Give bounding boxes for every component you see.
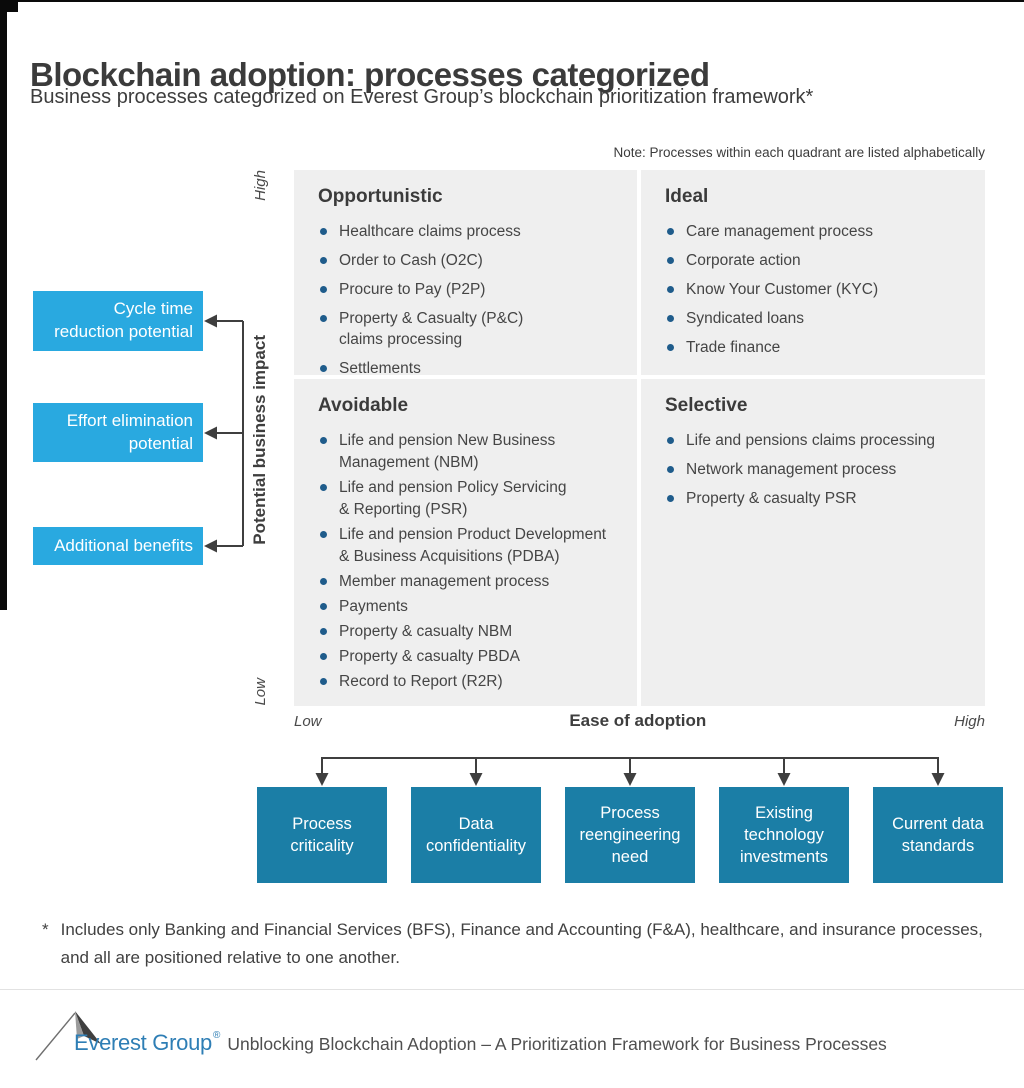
list-item: Order to Cash (O2C) [318, 250, 619, 271]
footnote-text: Includes only Banking and Financial Serv… [61, 916, 983, 972]
list-item: Syndicated loans [665, 308, 967, 329]
page-edge-artifact-top [0, 0, 1024, 2]
list-item: Record to Report (R2R) [318, 671, 619, 693]
x-axis: Low Ease of adoption High [294, 711, 985, 731]
page-subtitle: Business processes categorized on Everes… [30, 86, 814, 108]
bullet-icon [320, 437, 327, 444]
footnote: * Includes only Banking and Financial Se… [42, 916, 992, 972]
bullet-icon [667, 495, 674, 502]
report-citation: Unblocking Blockchain Adoption – A Prior… [227, 1034, 887, 1054]
quadrant-title: Opportunistic [318, 186, 443, 207]
arrow-down-icons [315, 773, 945, 786]
bullet-icon [320, 678, 327, 685]
bullet-icon [320, 603, 327, 610]
mountain-logo-icon [35, 1011, 101, 1061]
list-item: Property & casualty NBM [318, 621, 619, 643]
quadrant-ideal: Ideal Care management process Corporate … [641, 170, 985, 375]
quadrant-selective: Selective Life and pensions claims proce… [641, 379, 985, 706]
quadrant-opportunistic: Opportunistic Healthcare claims process … [294, 170, 637, 375]
page-edge-artifact-left [0, 0, 7, 610]
factor-process-criticality: Process criticality [257, 787, 387, 883]
list-item: Life and pension New Business Management… [318, 430, 619, 474]
bullet-icon [320, 228, 327, 235]
list-item: Care management process [665, 221, 967, 242]
list-item: Property & Casualty (P&C) claims process… [318, 308, 619, 350]
quadrant-title: Ideal [665, 186, 709, 207]
left-connector [214, 320, 244, 547]
list-item: Life and pension Policy Servicing & Repo… [318, 477, 619, 521]
callout-additional-benefits: Additional benefits [33, 527, 203, 565]
callout-effort-elimination: Effort elimination potential [33, 403, 203, 462]
y-axis-title: Potential business impact [250, 334, 269, 545]
footer-divider [0, 989, 1024, 990]
bullet-icon [667, 286, 674, 293]
list-item: Know Your Customer (KYC) [665, 279, 967, 300]
quadrant-list: Care management process Corporate action… [665, 221, 967, 358]
bullet-icon [667, 228, 674, 235]
footer: Everest Group ® Unblocking Blockchain Ad… [74, 1030, 887, 1056]
list-item: Trade finance [665, 337, 967, 358]
bullet-icon [667, 257, 674, 264]
x-axis-title: Ease of adoption [569, 711, 707, 730]
page-title: Blockchain adoption: processes categoriz… [30, 56, 710, 94]
bullet-icon [320, 653, 327, 660]
factor-existing-technology: Existing technology investments [719, 787, 849, 883]
bullet-icon [320, 315, 327, 322]
list-item: Life and pensions claims processing [665, 430, 967, 451]
factor-process-reengineering: Process reengineering need [565, 787, 695, 883]
callout-cycle-time: Cycle time reduction potential [33, 291, 203, 351]
bullet-icon [320, 257, 327, 264]
registered-mark: ® [212, 1030, 221, 1041]
list-item: Corporate action [665, 250, 967, 271]
list-item: Settlements [318, 358, 619, 375]
bullet-icon [320, 484, 327, 491]
factor-data-confidentiality: Data confidentiality [411, 787, 541, 883]
list-item: Healthcare claims process [318, 221, 619, 242]
list-item: Property & casualty PBDA [318, 646, 619, 668]
arrow-left-icons [204, 314, 217, 553]
bullet-icon [667, 466, 674, 473]
bullet-icon [320, 286, 327, 293]
y-axis: High Potential business impact Low [245, 170, 275, 706]
quadrant-list: Healthcare claims process Order to Cash … [318, 221, 619, 375]
footnote-line: and all are positioned relative to one a… [60, 948, 400, 967]
x-axis-high-label: High [954, 713, 985, 730]
list-item: Property & casualty PSR [665, 488, 967, 509]
footnote-marker: * [42, 920, 49, 939]
bullet-icon [320, 531, 327, 538]
funnel-connector [321, 757, 939, 775]
bullet-icon [667, 437, 674, 444]
factor-current-data-standards: Current data standards [873, 787, 1003, 883]
bullet-icon [320, 578, 327, 585]
list-item: Life and pension Product Development & B… [318, 524, 619, 568]
footnote-line: Includes only Banking and Financial Serv… [60, 920, 983, 939]
list-item: Payments [318, 596, 619, 618]
bullet-icon [667, 344, 674, 351]
x-axis-low-label: Low [294, 713, 322, 730]
quadrant-list: Life and pension New Business Management… [318, 430, 619, 693]
y-axis-low-label: Low [251, 678, 269, 706]
quadrant-note: Note: Processes within each quadrant are… [613, 145, 985, 160]
quadrant-grid: Opportunistic Healthcare claims process … [294, 170, 985, 706]
quadrant-list: Life and pensions claims processing Netw… [665, 430, 967, 509]
quadrant-avoidable: Avoidable Life and pension New Business … [294, 379, 637, 706]
page-edge-artifact-corner [0, 0, 18, 12]
bullet-icon [320, 365, 327, 372]
list-item: Member management process [318, 571, 619, 593]
y-axis-high-label: High [251, 170, 269, 201]
list-item: Procure to Pay (P2P) [318, 279, 619, 300]
list-item: Network management process [665, 459, 967, 480]
quadrant-title: Selective [665, 395, 748, 416]
quadrant-title: Avoidable [318, 395, 409, 416]
bullet-icon [667, 315, 674, 322]
everest-group-logo-text: Everest Group [74, 1030, 212, 1055]
bullet-icon [320, 628, 327, 635]
